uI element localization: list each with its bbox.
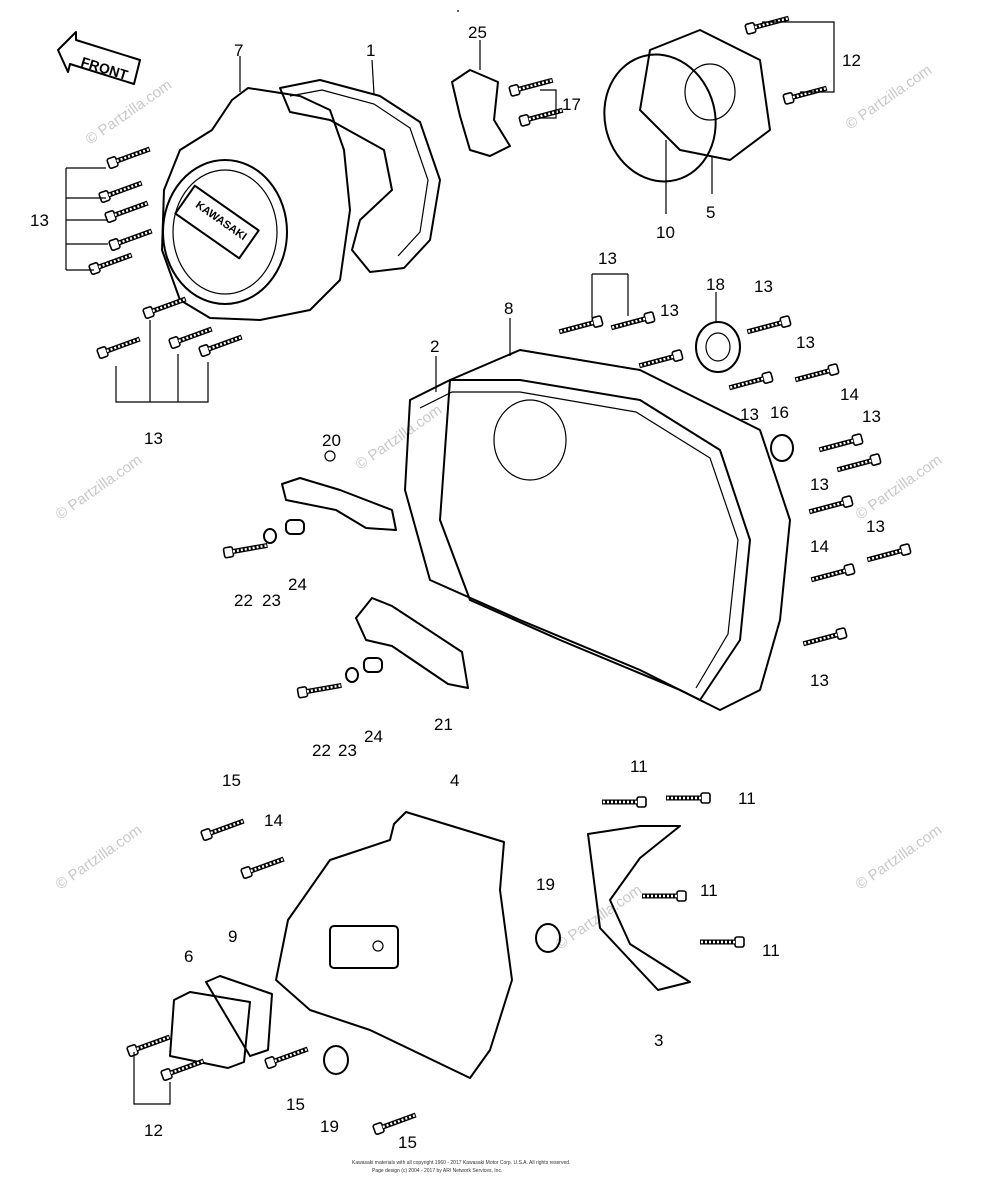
cover-gasket-part-2 [404,379,751,701]
front-arrow-icon: FRONT [57,31,141,85]
leader-lines [65,10,835,1105]
callout-7: 7 [234,41,243,60]
callout-14: 14 [810,537,829,556]
seal-ring-part-10 [603,53,717,183]
callout-19: 19 [536,875,555,894]
callout-13: 13 [754,277,773,296]
callout-11: 11 [630,757,648,776]
callout-17: 17 [562,95,581,114]
front-label: FRONT [79,54,130,84]
callout-13: 13 [862,407,881,426]
guard-part-3 [587,825,691,991]
callout-1: 1 [366,41,375,60]
callout-13: 13 [144,429,163,448]
callout-11: 11 [738,789,756,808]
callout-13: 13 [740,405,759,424]
cover-brand-text: KAWASAKI [193,199,248,243]
plug-part-16 [770,434,794,462]
callout-13: 13 [598,249,617,268]
gasket-part-1 [279,79,441,273]
callout-10: 10 [656,223,675,242]
callout-19: 19 [320,1117,339,1136]
plate-part-6 [169,991,251,1069]
callout-13: 13 [810,475,829,494]
callout-4: 4 [450,771,459,790]
copyright-line-2: Page design (c) 2004 - 2017 by ARI Netwo… [372,1168,502,1174]
callout-12: 12 [144,1121,163,1140]
bracket-part-25 [451,69,511,157]
callout-20: 20 [322,431,341,450]
bolts [89,13,911,1134]
watermark-text: © Partzilla.com [83,76,176,148]
callout-13: 13 [796,333,815,352]
callout-9: 9 [228,927,237,946]
copyright-footer: Kawasaki materials with all copyright 19… [352,1160,570,1174]
copyright-line-1: Kawasaki materials with all copyright 19… [352,1160,570,1166]
clutch-cover-part-8 [439,349,791,711]
watermark-text: © Partzilla.com [353,401,446,473]
callout-21: 21 [434,715,453,734]
washers [263,519,383,683]
callout-8: 8 [504,299,513,318]
oil-seal-part-18 [695,321,741,373]
callout-16: 16 [770,403,789,422]
callout-14: 14 [840,385,859,404]
callout-11: 11 [700,881,718,900]
callout-13: 13 [660,301,679,320]
chain-guide-part-21 [355,597,469,689]
callout-15: 15 [398,1133,417,1152]
callout-13: 13 [810,671,829,690]
callout-23: 23 [338,741,357,760]
callout-2: 2 [430,337,439,356]
gasket-part-9 [205,975,273,1057]
callout-13: 13 [866,517,885,536]
chain-cover-part-4 [275,811,513,1079]
seal-part-19 [323,923,561,1075]
callout-13: 13 [30,211,49,230]
callout-25: 25 [468,23,487,42]
watermark-text: © Partzilla.com [853,821,946,893]
watermark-text: © Partzilla.com [53,821,146,893]
callout-15: 15 [286,1095,305,1114]
callout-6: 6 [184,947,193,966]
watermark-text: © Partzilla.com [843,61,936,133]
callout-11: 11 [762,941,780,960]
callout-22: 22 [234,591,253,610]
generator-cover-part-7: KAWASAKI [161,87,351,321]
callout-24: 24 [288,575,307,594]
chain-guide-part-20 [281,450,397,531]
callout-5: 5 [706,203,715,222]
callout-3: 3 [654,1031,663,1050]
cover-plate-part-5 [639,29,771,161]
callout-22: 22 [312,741,331,760]
callout-15: 15 [222,771,241,790]
watermark-text: © Partzilla.com [53,451,146,523]
callout-23: 23 [262,591,281,610]
callouts: 1 7 25 17 12 10 5 13 13 13 13 13 13 13 1… [30,23,885,1152]
callout-14: 14 [264,811,283,830]
callout-12: 12 [842,51,861,70]
callout-18: 18 [706,275,725,294]
watermarks: © Partzilla.com © Partzilla.com © Partzi… [53,61,946,953]
callout-24: 24 [364,727,383,746]
